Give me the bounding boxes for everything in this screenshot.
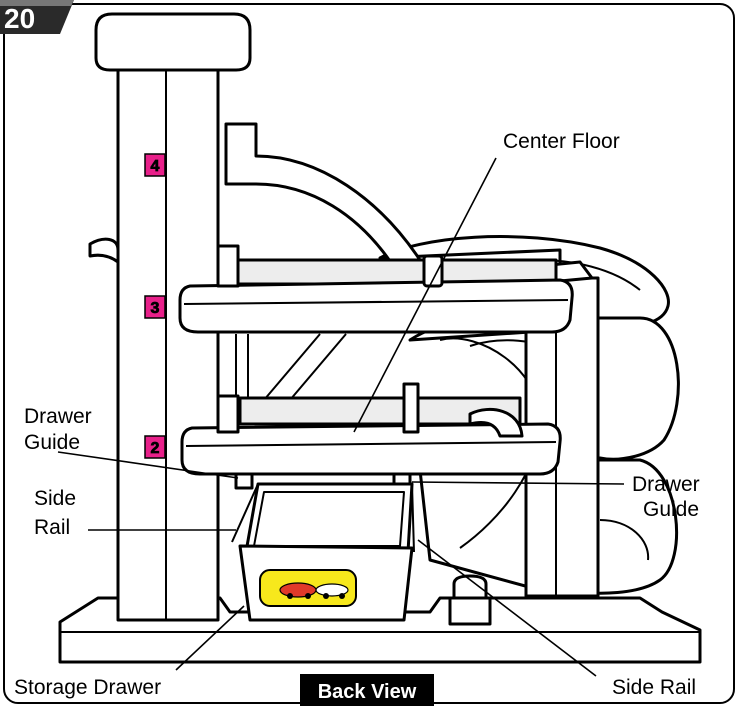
label-center-floor: Center Floor bbox=[503, 130, 620, 153]
level-marker-3: 3 bbox=[144, 295, 166, 319]
label-drawer-guide-right-line1: Drawer bbox=[632, 473, 700, 496]
center-floor bbox=[180, 382, 562, 476]
caption-box: Back View bbox=[300, 674, 434, 706]
left-tower bbox=[88, 12, 252, 622]
label-drawer-guide-right-line2: Guide bbox=[643, 498, 699, 521]
svg-text:3: 3 bbox=[151, 300, 160, 317]
front-latch bbox=[448, 574, 492, 626]
label-side-rail-left-line1: Side bbox=[34, 487, 76, 510]
leader-side-rail-right bbox=[417, 539, 597, 677]
label-side-rail-left-line2: Rail bbox=[34, 516, 70, 539]
leader-storage-drawer bbox=[175, 605, 245, 671]
label-storage-drawer: Storage Drawer bbox=[14, 676, 161, 699]
upper-floor bbox=[178, 244, 574, 334]
level-marker-4: 4 bbox=[144, 153, 166, 177]
leader-drawer-guide-right bbox=[411, 481, 625, 485]
leader-center-floor bbox=[353, 157, 497, 433]
level-marker-2: 2 bbox=[144, 435, 166, 459]
label-drawer-guide-left-line2: Guide bbox=[24, 431, 80, 454]
storage-drawer bbox=[231, 482, 415, 622]
page-number: 20 bbox=[4, 3, 35, 34]
labels: Center Floor Drawer Guide Side Rail Draw… bbox=[14, 130, 700, 699]
callout-lines bbox=[57, 157, 625, 677]
svg-text:2: 2 bbox=[151, 440, 160, 457]
page-number-badge: 20 bbox=[0, 0, 74, 34]
drawer-guide-left bbox=[234, 472, 254, 490]
toy-illustration: 4 3 2 bbox=[58, 12, 702, 664]
svg-text:4: 4 bbox=[151, 158, 160, 175]
leader-drawer-guide-left bbox=[57, 451, 239, 479]
label-side-rail-right: Side Rail bbox=[612, 676, 696, 699]
caption-back-view: Back View bbox=[318, 681, 417, 703]
label-drawer-guide-left-line1: Drawer bbox=[24, 405, 92, 428]
